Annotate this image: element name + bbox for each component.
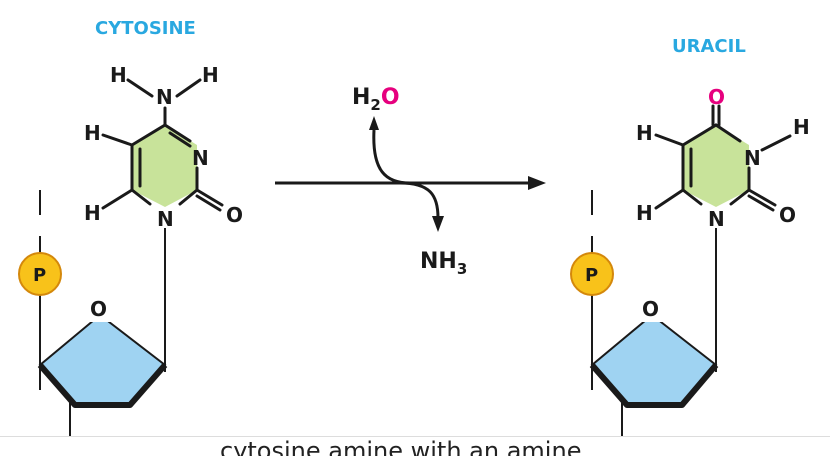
cytosine-ring-n-bottom: N xyxy=(157,207,174,231)
cytosine-title: CYTOSINE xyxy=(95,18,196,39)
uracil-ring xyxy=(683,125,749,207)
cytosine-phosphate xyxy=(18,252,62,296)
ammonia-label: NH3 xyxy=(420,249,467,278)
water-label: H2O xyxy=(352,85,400,114)
uracil-sugar-o: O xyxy=(642,297,659,321)
water-incoming-arrowhead xyxy=(369,116,379,130)
reaction-arrowhead xyxy=(528,176,546,190)
cytosine-ring-n-top: N xyxy=(192,146,209,170)
uracil-h-top: H xyxy=(636,121,653,145)
ammonia-outgoing-arrowhead xyxy=(432,216,444,232)
uracil-n-h: H xyxy=(793,115,810,139)
water-incoming-curve xyxy=(372,129,411,185)
cytosine-carbonyl-o: O xyxy=(226,203,243,227)
uracil-ring-n-top: N xyxy=(744,146,761,170)
caption-text: cytosine amine with an amine xyxy=(220,437,582,456)
uracil-ring-bonds xyxy=(654,104,792,212)
uracil-sugar-o-gap xyxy=(640,296,664,322)
uracil-title: URACIL xyxy=(672,36,746,57)
reaction-arrow-group: H2O NH3 xyxy=(275,85,546,278)
uracil-phosphate-label: P xyxy=(585,265,598,286)
uracil-ring-n-bottom: N xyxy=(708,207,725,231)
cytosine-sugar-o: O xyxy=(90,297,107,321)
caption-bar: cytosine amine with an amine xyxy=(0,436,830,456)
cytosine-ring-bonds xyxy=(101,78,224,212)
cytosine-sugar xyxy=(38,313,167,406)
uracil-h-bottom: H xyxy=(636,201,653,225)
cytosine-h-top: H xyxy=(84,121,101,145)
cytosine-ring xyxy=(132,125,197,207)
cytosine-sugar-bold-edge xyxy=(37,363,168,408)
uracil-carbonyl-o: O xyxy=(779,203,796,227)
uracil-phosphate xyxy=(570,252,614,296)
cytosine-amino-h-right: H xyxy=(202,63,219,87)
uracil-structure: URACIL O H H N H N O xyxy=(570,36,810,440)
ammonia-outgoing-curve xyxy=(399,181,440,219)
cytosine-phosphate-label: P xyxy=(33,265,46,286)
cytosine-sugar-o-gap xyxy=(88,296,112,322)
cytosine-h-bottom: H xyxy=(84,201,101,225)
uracil-sugar-bold-edge xyxy=(589,363,719,408)
cytosine-amino-h-left: H xyxy=(110,63,127,87)
cytosine-structure: CYTOSINE H N H H H N N O xyxy=(18,18,243,440)
cytosine-amino-n: N xyxy=(156,85,173,109)
uracil-top-o: O xyxy=(708,85,725,109)
